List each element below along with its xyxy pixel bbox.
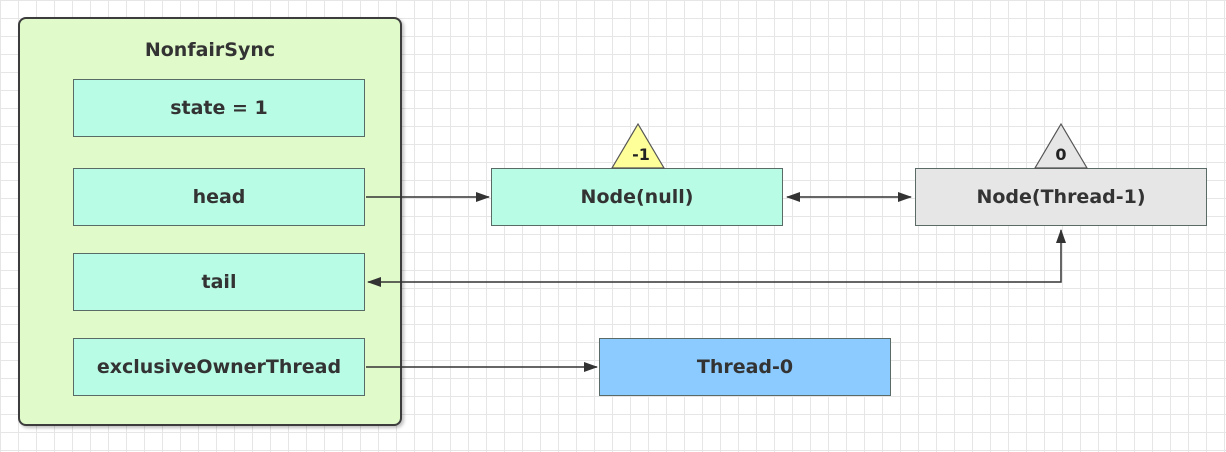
state-field: state = 1 — [73, 79, 365, 137]
thread-0-box: Thread-0 — [599, 338, 891, 396]
wait-status-thread-1-label: 0 — [1055, 145, 1067, 164]
tail-field: tail — [73, 253, 365, 311]
node-null: Node(null) — [491, 168, 783, 226]
wait-status-badge-null — [610, 122, 666, 169]
exclusive-owner-thread-field: exclusiveOwnerThread — [73, 338, 365, 396]
node-thread-1: Node(Thread-1) — [915, 168, 1207, 226]
wait-status-badge-thread-1 — [1033, 122, 1089, 169]
nonfairsync-title: NonfairSync — [144, 39, 276, 61]
tail-to-node-thread-1-link — [367, 229, 1066, 287]
head-field: head — [73, 168, 365, 226]
wait-status-null-label: -1 — [632, 145, 650, 164]
